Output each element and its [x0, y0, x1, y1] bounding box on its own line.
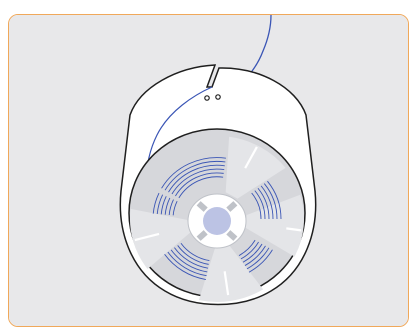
- hub-center: [203, 207, 231, 235]
- winding-arc: [257, 187, 270, 220]
- eyelet-right: [215, 94, 221, 100]
- winding-arc: [242, 243, 263, 263]
- winding-arc: [164, 160, 226, 191]
- wire-windings: [152, 157, 282, 280]
- winding-arc: [174, 247, 209, 269]
- hub-notch-3: [196, 230, 208, 241]
- winding-arc: [161, 157, 226, 189]
- winding-arc: [180, 242, 210, 262]
- winding-arc: [168, 199, 174, 216]
- winding-arc: [160, 196, 167, 215]
- winding-arc: [178, 176, 224, 199]
- slot-4: [134, 232, 160, 242]
- slot-1: [244, 146, 258, 169]
- hub-notch-1: [226, 201, 238, 212]
- slot-2: [286, 227, 302, 232]
- winding-arc: [238, 239, 256, 256]
- winding-arc: [267, 180, 282, 220]
- slot-3: [223, 271, 230, 296]
- winding-arc: [164, 253, 206, 280]
- eyelet-left: [204, 95, 210, 101]
- winding-arc: [152, 192, 160, 214]
- hub-notches: [196, 201, 238, 241]
- spoke-3: [198, 244, 264, 302]
- winding-arc: [177, 245, 209, 265]
- hub-notch-2: [226, 230, 238, 241]
- winding-arc: [244, 245, 266, 266]
- winding-arc: [260, 185, 274, 220]
- winding-arc: [263, 183, 278, 220]
- winding-arc: [248, 249, 273, 273]
- spoke-1: [225, 136, 286, 199]
- winding-arc: [167, 251, 207, 277]
- winding-arc: [175, 172, 224, 197]
- winding-arc: [156, 194, 164, 215]
- winding-arc: [246, 247, 270, 270]
- winding-arc: [251, 192, 262, 220]
- hub-notch-4: [196, 201, 208, 212]
- spool-illustration: [9, 15, 408, 326]
- illustration-frame: [8, 14, 409, 327]
- winding-arc: [170, 249, 208, 273]
- spoke-4: [130, 208, 191, 269]
- winding-arc: [240, 241, 259, 260]
- face-slots: [134, 146, 302, 296]
- winding-arc: [254, 190, 266, 220]
- winding-arc: [171, 168, 225, 195]
- winding-arc: [172, 200, 178, 216]
- spool-face: [128, 128, 306, 302]
- winding-arc: [168, 164, 225, 193]
- winding-arc: [164, 197, 171, 215]
